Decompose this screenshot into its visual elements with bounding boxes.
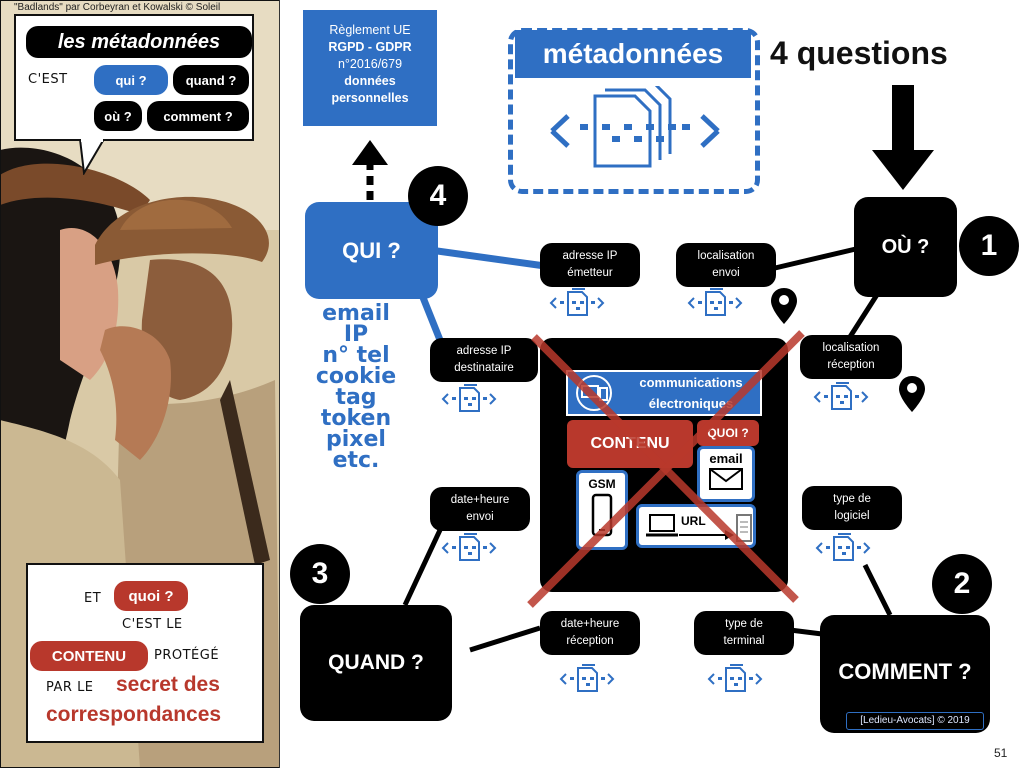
reglement-line2: RGPD - GDPR — [328, 40, 412, 54]
metadata-small-icon — [559, 664, 615, 692]
metadonnees-title: métadonnées — [515, 30, 751, 78]
label-line: type de — [725, 618, 763, 631]
ou-box: OÙ ? — [854, 197, 957, 297]
gsm-label: GSM — [588, 477, 616, 491]
comic-credit: "Badlands" par Corbeyran et Kowalski © S… — [14, 2, 221, 13]
gsm-card: GSM — [576, 470, 628, 550]
label-line: envoi — [466, 511, 494, 523]
footer-credit: [Ledieu-Avocats] © 2019 — [846, 712, 984, 730]
correspondances-text: correspondances — [46, 703, 222, 726]
qui-example: n° tel — [322, 343, 390, 368]
questions-title: 4 questions — [770, 35, 948, 71]
contenu-pill: CONTENU — [30, 641, 148, 671]
label-line: localisation — [822, 342, 880, 355]
reglement-line1: Règlement UE — [329, 23, 411, 37]
comment-pill: comment ? — [147, 101, 249, 131]
bubble-tail — [78, 139, 106, 175]
label-line: émetteur — [567, 267, 613, 279]
email-card: email — [697, 446, 755, 502]
metadata-small-icon — [687, 288, 743, 316]
label-line: adresse IP — [562, 250, 618, 263]
laptop-icon — [646, 514, 678, 537]
label-line: type de — [833, 493, 871, 506]
qui-example: etc. — [332, 448, 380, 473]
qui-box: QUI ? — [305, 202, 438, 299]
qui-example: pixel — [326, 427, 386, 452]
reglement-line5: personnelles — [331, 91, 409, 105]
label-ip-destinataire: adresse IP destinataire — [430, 338, 538, 382]
number-4-badge: 4 — [408, 166, 468, 226]
comment-box: COMMENT ? — [820, 615, 990, 733]
email-label: email — [709, 451, 743, 466]
label-line: localisation — [697, 250, 755, 263]
label-date-reception: date+heure réception — [540, 611, 640, 655]
quand-pill: quand ? — [173, 65, 249, 95]
reglement-box: Règlement UE RGPD - GDPR n°2016/679 donn… — [303, 10, 437, 126]
label-ip-emetteur: adresse IP émetteur — [540, 243, 640, 287]
bottom-caption-box: ET quoi ? C'EST LE CONTENU PROTÉGÉ PAR L… — [26, 563, 264, 743]
cest-text: C'EST — [28, 72, 68, 87]
qui-example: email — [322, 301, 390, 326]
number-1-badge: 1 — [959, 216, 1019, 276]
label-line: réception — [827, 359, 875, 371]
metadata-small-icon — [441, 384, 497, 412]
qui-example: tag — [335, 385, 377, 410]
par-le-text: PAR LE — [46, 680, 94, 695]
quand-box: QUAND ? — [300, 605, 452, 721]
reglement-line4: données — [344, 74, 396, 88]
document-icon — [736, 514, 752, 542]
number-2-badge: 2 — [932, 554, 992, 614]
metadata-small-icon — [441, 533, 497, 561]
page-number: 51 — [994, 746, 1008, 760]
qui-example: IP — [343, 322, 369, 347]
computer-phone-icon — [576, 375, 612, 411]
metadata-small-icon — [815, 533, 871, 561]
quoi-pill: quoi ? — [114, 581, 188, 611]
location-pin-icon — [899, 376, 925, 412]
label-localisation-envoi: localisation envoi — [676, 243, 776, 287]
ou-pill: où ? — [94, 101, 142, 131]
secret-text: secret des — [116, 673, 220, 696]
cest-le-text: C'EST LE — [122, 617, 183, 632]
envelope-icon — [709, 468, 743, 490]
label-type-logiciel: type de logiciel — [802, 486, 902, 530]
metadata-small-icon — [707, 664, 763, 692]
qui-pill: qui ? — [94, 65, 168, 95]
metadata-small-icon — [813, 382, 869, 410]
location-pin-icon — [771, 288, 797, 324]
communication-title: communications électroniques — [639, 375, 743, 411]
qui-examples-list: email IP n° tel cookie tag token pixel e… — [300, 301, 412, 473]
qui-example: cookie — [315, 364, 397, 389]
label-date-envoi: date+heure envoi — [430, 487, 530, 531]
et-text: ET — [84, 591, 102, 606]
reglement-line3: n°2016/679 — [337, 57, 403, 71]
label-line: destinataire — [454, 362, 514, 374]
label-localisation-reception: localisation réception — [800, 335, 902, 379]
label-type-terminal: type de terminal — [694, 611, 794, 655]
red-cross-icon — [527, 330, 805, 608]
label-line: adresse IP — [456, 345, 512, 358]
label-line: réception — [566, 635, 614, 647]
number-3-badge: 3 — [290, 544, 350, 604]
comic-panel: "Badlands" par Corbeyran et Kowalski © S… — [0, 0, 280, 768]
url-label: URL — [681, 514, 706, 528]
label-line: date+heure — [560, 618, 620, 631]
qui-example: token — [320, 406, 392, 431]
label-line: envoi — [712, 267, 740, 279]
label-line: logiciel — [834, 510, 870, 522]
metadata-file-icon — [550, 86, 720, 168]
protege-text: PROTÉGÉ — [154, 648, 220, 663]
bubble-title: les métadonnées — [26, 26, 252, 58]
top-speech-bubble: les métadonnées C'EST qui ? quand ? où ?… — [14, 14, 254, 141]
metadata-small-icon — [549, 288, 605, 316]
label-line: terminal — [723, 635, 765, 647]
label-line: date+heure — [450, 494, 510, 507]
